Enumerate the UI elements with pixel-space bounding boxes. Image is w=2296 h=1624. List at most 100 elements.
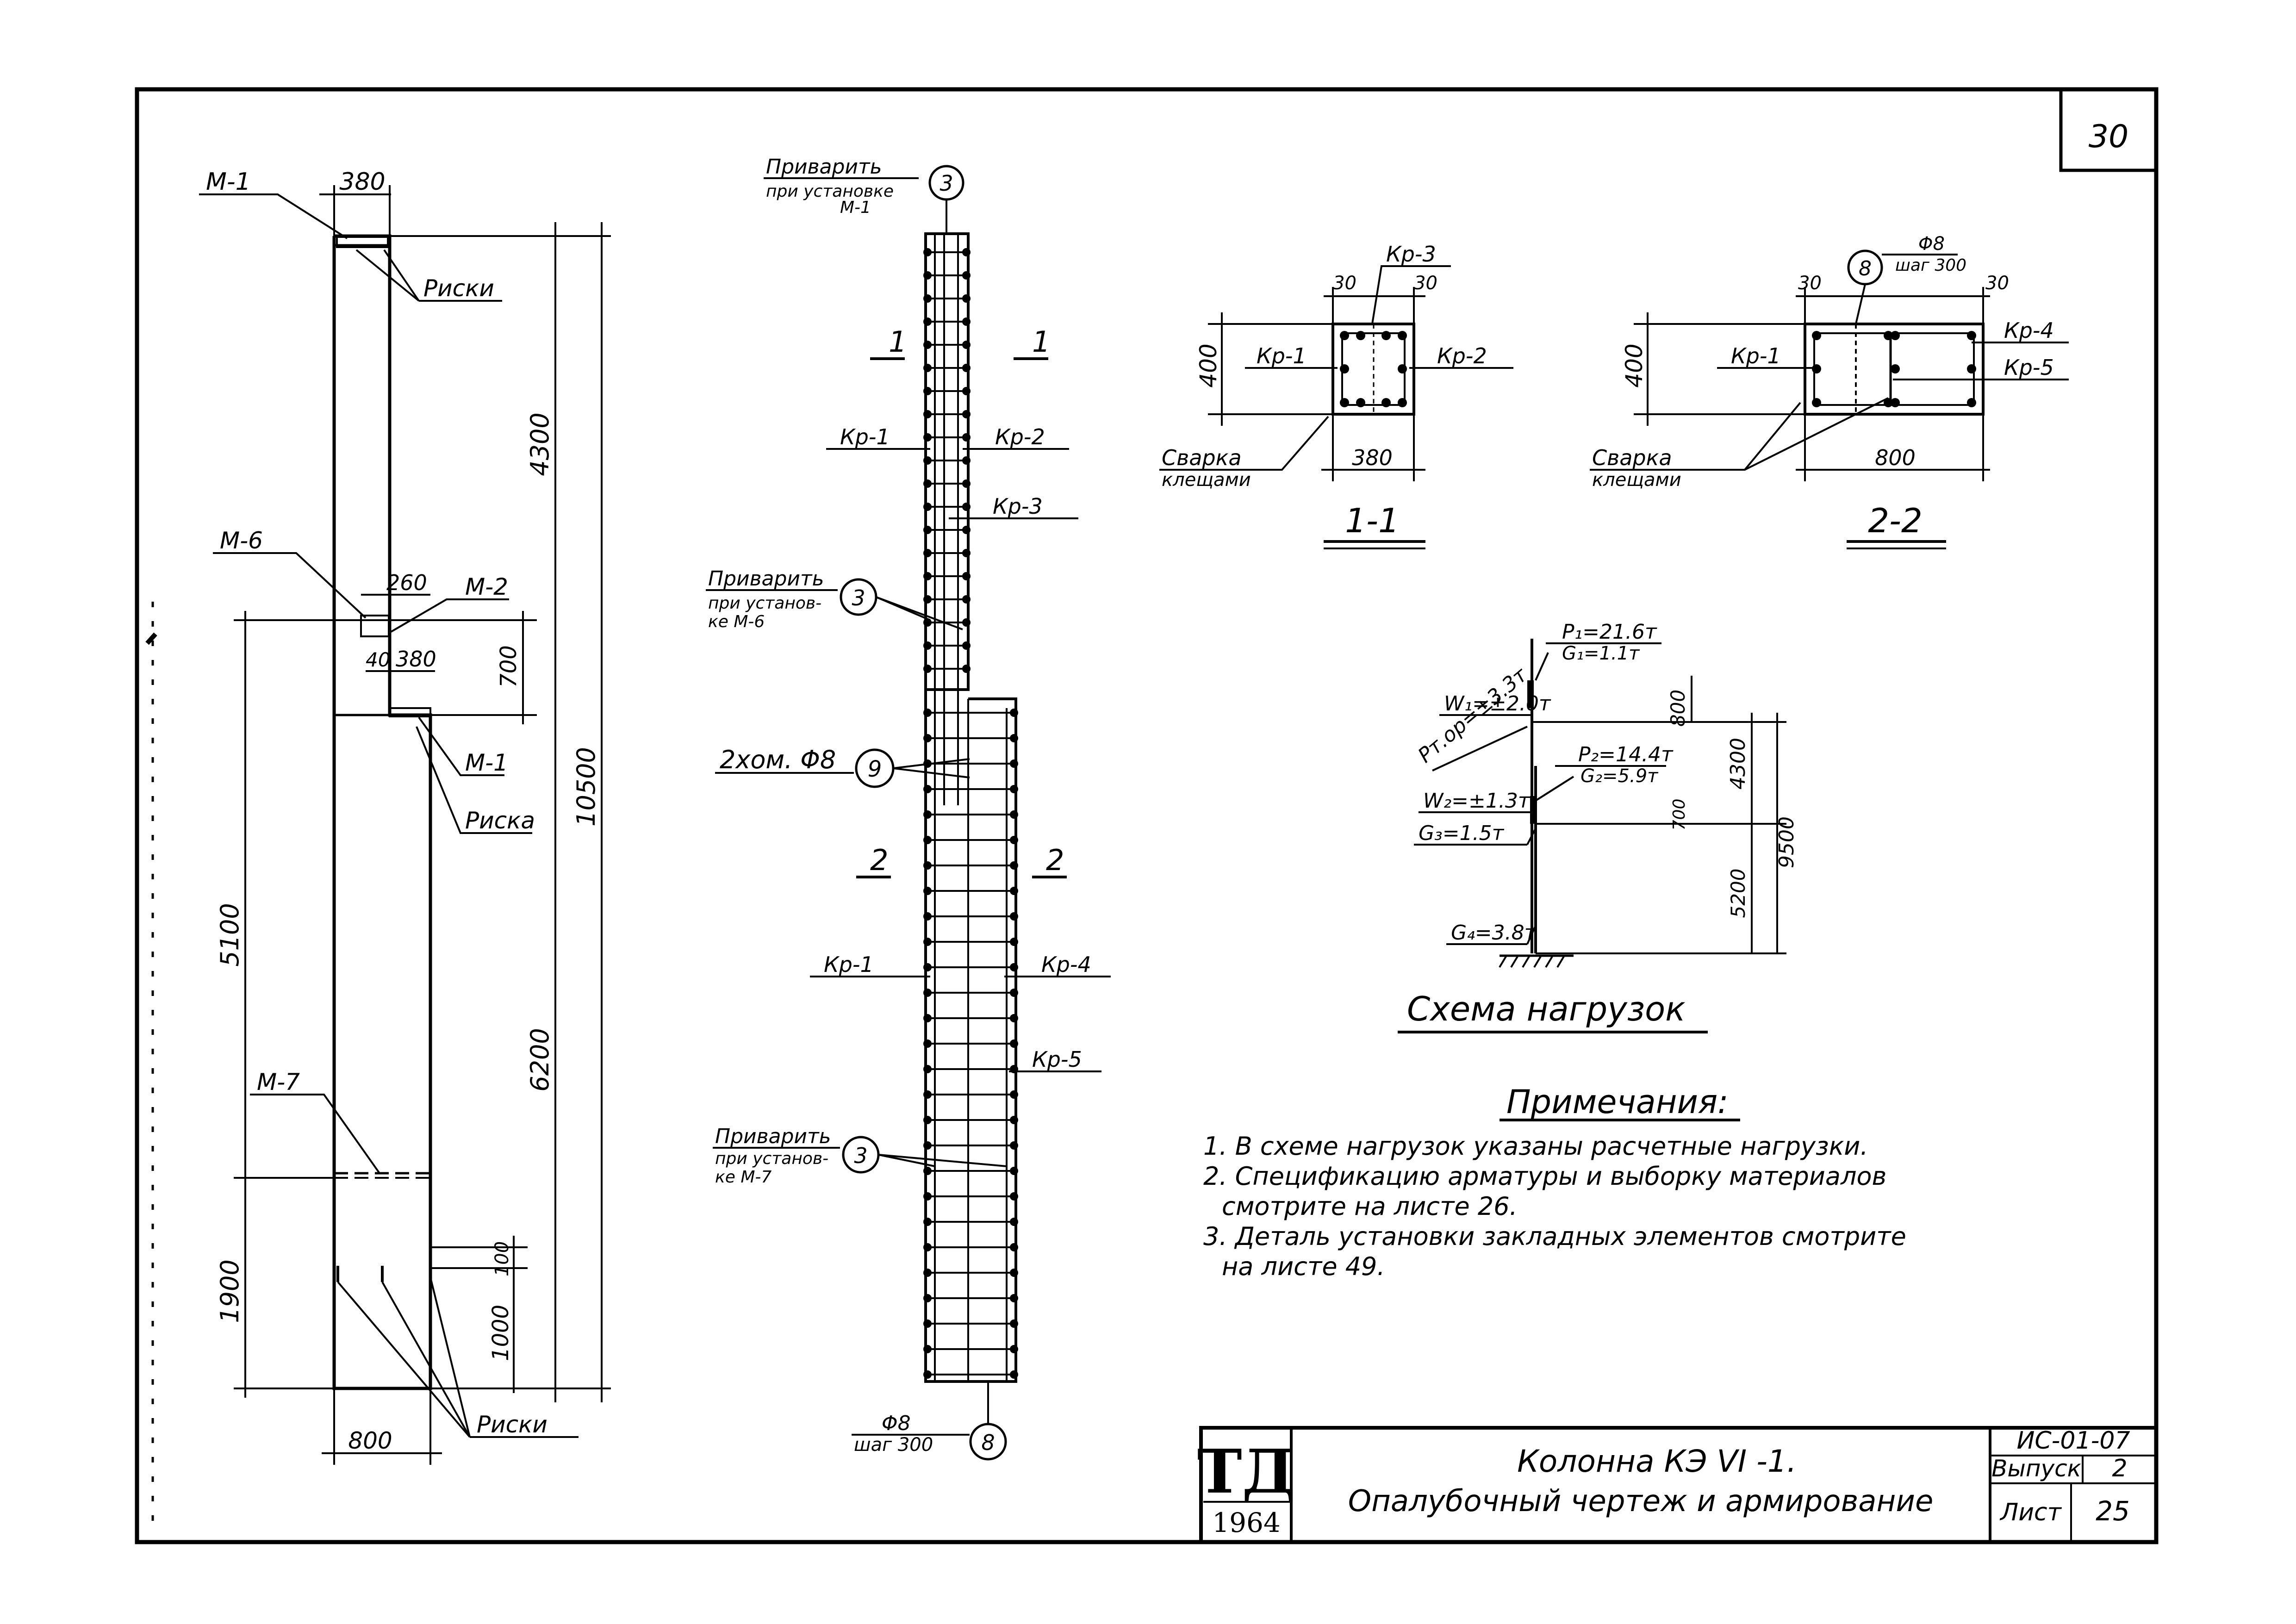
rebar-dot: [1010, 861, 1018, 870]
dim-1000: 1000: [488, 1305, 514, 1361]
title-line2: Опалубочный чертеж и армирование: [1348, 1484, 1934, 1518]
sec11-d30a: 30: [1333, 273, 1356, 294]
sec1-right: 1: [1032, 325, 1050, 359]
sec11-weld1: Сварка: [1162, 445, 1242, 470]
dim-380-mid: 380: [396, 647, 436, 672]
rebar-dot: [1010, 759, 1018, 768]
note-2a: 2. Спецификацию арматуры и выборку матер…: [1203, 1162, 1886, 1191]
sheet-value: 25: [2096, 1495, 2130, 1527]
sec1-left: 1: [889, 325, 907, 359]
clamps-circle: 9: [868, 756, 882, 782]
corner-number-box: 30: [2059, 87, 2158, 172]
section-rebar-dot: [1356, 398, 1365, 407]
dim-4300: 4300: [525, 412, 554, 476]
load-g2: G₂=5.9т: [1580, 765, 1659, 787]
label-riski-top: Риски: [423, 275, 494, 302]
load-scheme: P₁=21.6т G₁=1.1т W₁=±2.0т Pт.ор=±3.3т 80…: [1398, 620, 1798, 1033]
rebar-dot: [962, 387, 971, 395]
dim-5100: 5100: [215, 903, 244, 966]
load-g4: G₄=3.8т: [1451, 921, 1537, 945]
note-3b: на листе 49.: [1222, 1252, 1385, 1281]
section-rebar-dot: [1891, 398, 1900, 407]
weld2-line2: при установ-: [708, 594, 821, 613]
notes: Примечания: 1. В схеме нагрузок указаны …: [1203, 1083, 1906, 1281]
label-m1-lower: М-1: [465, 749, 508, 776]
rebar-dot: [923, 1167, 932, 1175]
note-3a: 3. Деталь установки закладных элементов …: [1203, 1222, 1906, 1251]
rebar-dot: [923, 549, 932, 557]
section-rebar-dot: [1381, 331, 1391, 340]
rebar-dot: [962, 665, 971, 673]
doc-code: ИС-01-07: [2016, 1427, 2130, 1455]
rebar-dot: [923, 248, 932, 256]
rebar-dot: [923, 1039, 932, 1048]
sec11-kr3: Кр-3: [1386, 242, 1436, 267]
rebar-dot: [1010, 1090, 1018, 1099]
rebar-dot: [923, 479, 932, 488]
rebar-dot: [1010, 887, 1018, 895]
load-title: Схема нагрузок: [1407, 989, 1686, 1028]
rebar-dot: [962, 248, 971, 256]
weld3-circle: 3: [854, 1143, 867, 1168]
rebar-dot: [1010, 1167, 1018, 1175]
section-rebar-dot: [1967, 331, 1976, 340]
sec22-weld1: Сварка: [1592, 445, 1672, 470]
sec22-phi: Φ8: [1918, 233, 1945, 255]
rebar-dot: [923, 1065, 932, 1073]
load-g1: G₁=1.1т: [1562, 643, 1640, 664]
rebar-dot: [1010, 709, 1018, 717]
rebar-dot: [923, 526, 932, 534]
rebar-dot: [962, 503, 971, 511]
rebar-dot: [962, 549, 971, 557]
rebar-dot: [923, 734, 932, 742]
rebar-dot: [923, 503, 932, 511]
rebar-dot: [962, 271, 971, 280]
rebar-dot: [1010, 810, 1018, 819]
rebar-dot: [923, 1319, 932, 1328]
dim-6200: 6200: [525, 1028, 554, 1091]
rebar-dot: [1010, 836, 1018, 844]
clamps-label: 2хом. Φ8: [720, 745, 836, 774]
sec22-step: шаг 300: [1895, 256, 1966, 275]
sec22-d30a: 30: [1798, 273, 1822, 294]
rebar-dot: [1010, 734, 1018, 742]
rebar-dot: [962, 341, 971, 349]
weld1-line2: при установке: [766, 182, 894, 201]
section-1-1: 400 30 30 Кр-3 Кр-1 Кр-2 Сварка клещами …: [1159, 242, 1513, 549]
label-m7: М-7: [257, 1069, 300, 1095]
kr1-bottom: Кр-1: [824, 952, 874, 977]
upper-cage: [924, 232, 970, 691]
weld2-line3: ке М-6: [708, 612, 765, 631]
rebar-dot: [923, 433, 932, 442]
formwork-elevation: 380 М-1 Риски 4300 10500 700 260 40 380 …: [199, 168, 611, 1465]
rebar-dot: [923, 912, 932, 921]
section-rebar-dot: [1398, 331, 1407, 340]
sheet-label: Лист: [1999, 1499, 2062, 1526]
label-m1: М-1: [206, 168, 251, 196]
rebar-dot: [923, 271, 932, 280]
load-w1: W₁=±2.0т: [1444, 692, 1551, 716]
rebar-dot: [923, 1269, 932, 1277]
edge-tick: [145, 632, 157, 645]
rebar-dot: [923, 938, 932, 946]
load-g3: G₃=1.5т: [1419, 821, 1505, 845]
section-rebar-dot: [1398, 398, 1407, 407]
section-rebar-dot: [1884, 331, 1893, 340]
embed-m1-corbel: [389, 707, 431, 717]
rebar-dot: [923, 1192, 932, 1201]
rebar-dot: [1010, 1039, 1018, 1048]
kr5: Кр-5: [1032, 1047, 1082, 1072]
issue-value: 2: [2112, 1455, 2127, 1482]
weld1-circle: 3: [940, 171, 953, 196]
label-riski-bottom: Риски: [477, 1411, 548, 1438]
load-d4300: 4300: [1726, 738, 1750, 790]
rebar-dot: [923, 1294, 932, 1302]
rebar-dot: [1010, 1345, 1018, 1353]
sec22-d800: 800: [1875, 445, 1916, 470]
rebar-dot: [923, 572, 932, 580]
load-d700: 700: [1670, 799, 1689, 831]
section-2-2-outline: [1804, 323, 1985, 416]
top-load-block: [1527, 680, 1534, 708]
sec22-d400: 400: [1621, 343, 1648, 387]
